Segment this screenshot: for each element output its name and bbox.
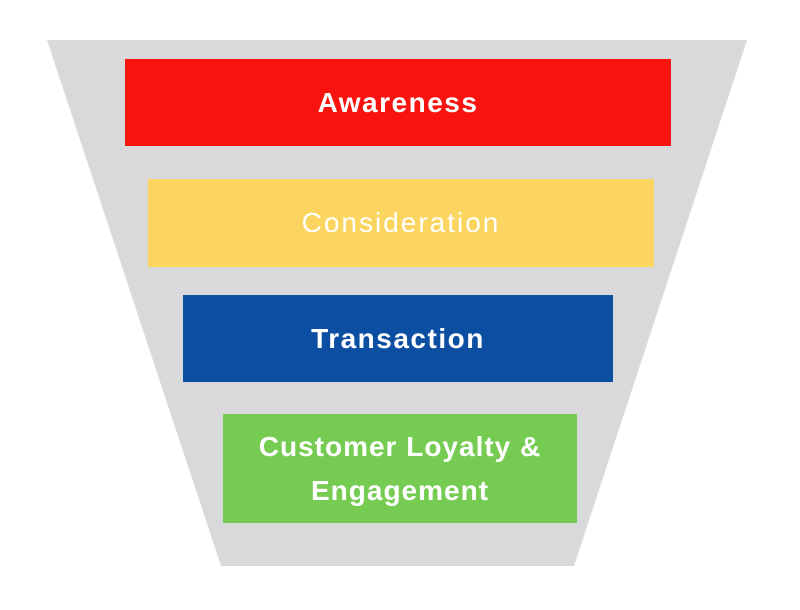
funnel-stage-transaction: Transaction <box>183 295 613 382</box>
funnel-stage-customer-loyalty-engagement-label: Customer Loyalty & Engagement <box>258 430 542 506</box>
funnel-stage-consideration-label: Consideration <box>301 207 501 238</box>
funnel-stage-customer-loyalty-engagement: Customer Loyalty & Engagement <box>223 414 577 523</box>
funnel-stage-consideration: Consideration <box>148 179 654 267</box>
funnel-stage-awareness: Awareness <box>125 59 671 146</box>
funnel-stage-transaction-label: Transaction <box>311 322 485 354</box>
funnel-stage-awareness-label: Awareness <box>317 86 479 118</box>
